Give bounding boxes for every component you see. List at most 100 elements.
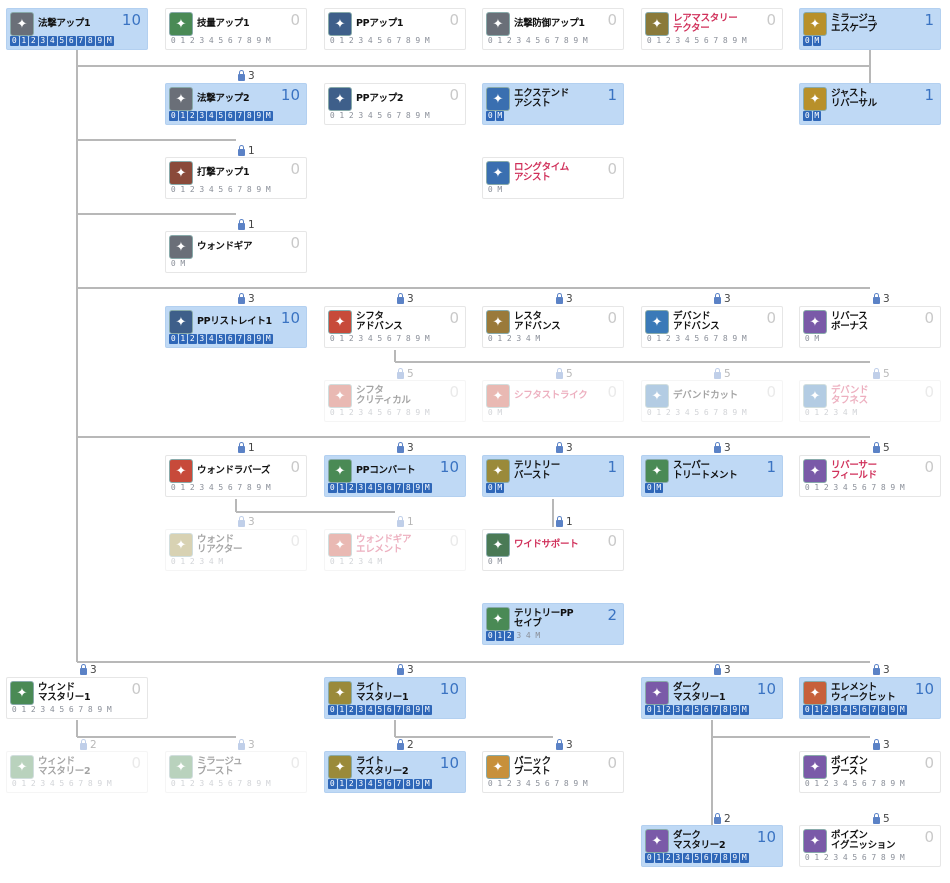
skill-name: ポイズン イグニッション — [831, 830, 896, 851]
level-step: 2 — [664, 853, 673, 863]
level-step: M — [740, 853, 749, 863]
padlock-icon — [238, 516, 245, 527]
skill-name: デバンドカット — [673, 390, 738, 401]
level-step: 6 — [703, 334, 709, 343]
requirement-lock: 1 — [556, 516, 573, 528]
level-step: 5 — [375, 483, 384, 493]
skill-name: 法撃アップ1 — [38, 18, 91, 29]
level-step: M — [424, 334, 430, 343]
level-step: 3 — [199, 36, 205, 45]
level-step: 2 — [188, 334, 197, 344]
skill-name: テリトリー バースト — [514, 460, 561, 481]
level-step: 2 — [189, 557, 195, 566]
dark-icon: ✦ — [645, 829, 669, 853]
level-step: 8 — [722, 36, 728, 45]
level-step: 2 — [823, 779, 829, 788]
level-step: 9 — [573, 779, 579, 788]
padlock-icon — [714, 442, 721, 453]
poison-icon: ✦ — [803, 829, 827, 853]
level-step: 5 — [694, 334, 700, 343]
level-step: 0 — [170, 483, 176, 492]
star-wand-icon: ✦ — [645, 12, 669, 36]
element-icon: ✦ — [803, 681, 827, 705]
level-step: 8 — [246, 36, 252, 45]
level-step: 4 — [207, 111, 216, 121]
level-step: 4 — [525, 334, 531, 343]
required-level: 3 — [724, 293, 731, 305]
skill-level: 0 — [290, 532, 300, 550]
requirement-lock: 5 — [873, 813, 890, 825]
wand-lover-icon: ✦ — [169, 459, 193, 483]
skill-level: 10 — [439, 458, 459, 476]
level-step: 9 — [890, 779, 896, 788]
skill-level: 0 — [924, 754, 934, 772]
skill-name: レスタ アドバンス — [514, 311, 561, 332]
padlock-icon — [238, 442, 245, 453]
level-step: 1 — [656, 334, 662, 343]
skill-name: ウィンド マスタリー1 — [38, 682, 91, 703]
level-step: 1 — [497, 779, 503, 788]
level-step: M — [218, 557, 224, 566]
skill-level: 10 — [914, 680, 934, 698]
level-step: 2 — [189, 483, 195, 492]
padlock-icon — [556, 516, 563, 527]
level-step: 3 — [833, 853, 839, 862]
level-step: M — [265, 36, 271, 45]
deband-icon: ✦ — [645, 310, 669, 334]
level-step: 1 — [656, 36, 662, 45]
level-step: 6 — [385, 779, 394, 789]
level-step: 1 — [337, 705, 346, 715]
padlock-icon — [714, 368, 721, 379]
pp-icon: ✦ — [169, 310, 193, 334]
level-step: 8 — [405, 36, 411, 45]
level-step: 8 — [880, 779, 886, 788]
skill-name: ウォンド リアクター — [197, 534, 243, 555]
